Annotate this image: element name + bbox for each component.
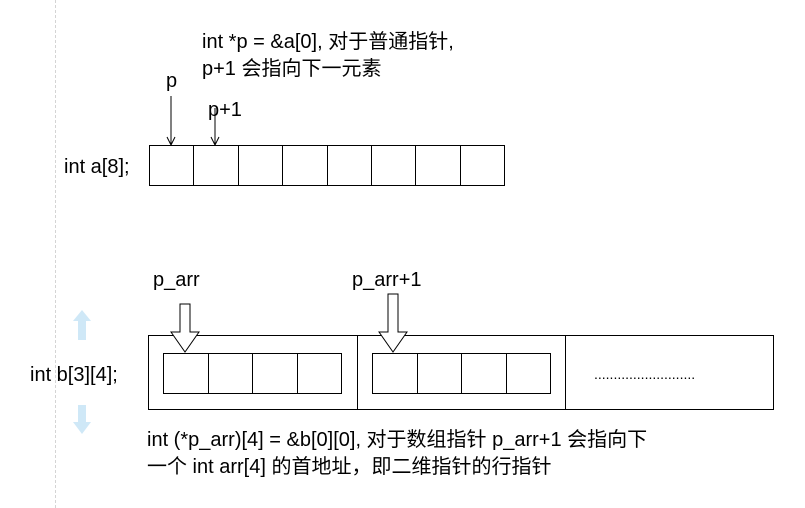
label-p: p: [166, 70, 178, 92]
guide-line: [55, 0, 56, 508]
arrow-up-icon: [73, 310, 91, 340]
label-p-arr: p_arr: [153, 269, 200, 291]
label-p-arr-plus-1: p_arr+1: [352, 269, 422, 291]
bottom-note-line1: int (*p_arr)[4] = &b[0][0], 对于数组指针 p_arr…: [147, 429, 648, 451]
label-p-plus-1: p+1: [208, 99, 242, 121]
array-a-cell: [459, 145, 506, 186]
arrow-p-plus-1-head: [210, 136, 220, 147]
array-b-cell: [505, 353, 551, 394]
arrow-p-arr: [170, 303, 200, 353]
bottom-note-line2: 一个 int arr[4] 的首地址，即二维指针的行指针: [147, 456, 552, 478]
array-b-cell: [296, 353, 342, 394]
arrow-p-head: [166, 136, 176, 147]
ellipsis: ..........................: [594, 366, 696, 382]
top-note-line1: int *p = &a[0], 对于普通指针,: [202, 31, 454, 53]
arrow-down-icon: [73, 405, 91, 434]
arrow-p-arr-plus-1: [378, 293, 408, 353]
array-b-row: [565, 335, 774, 410]
array-a-label: int a[8];: [64, 156, 130, 178]
array-b-label: int b[3][4];: [30, 364, 118, 386]
top-note-line2: p+1 会指向下一元素: [202, 58, 382, 80]
